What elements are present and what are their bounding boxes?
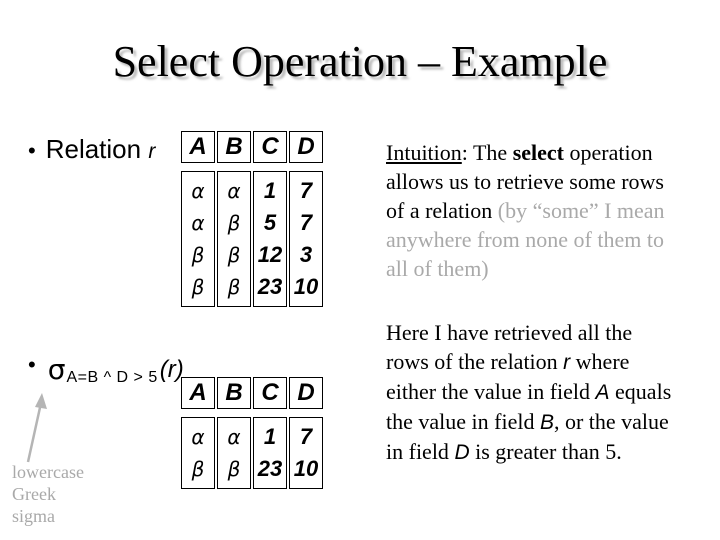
table-cell: α [227, 179, 241, 203]
table-header-cell: B [217, 377, 251, 409]
table-cell: 10 [293, 456, 319, 481]
table-cell: β [227, 243, 241, 267]
sigma-argument: (r) [159, 356, 184, 383]
table-column: 7 7 3 10 [289, 171, 323, 307]
table-cell: 7 [299, 210, 313, 235]
text-segment: B [539, 411, 554, 434]
text-segment: (by “some” I mean [497, 198, 665, 223]
text-segment: , or the value [553, 409, 669, 434]
bullet-sigma-expression: • σ A=B ^ D > 5 (r) [28, 350, 184, 386]
table-cell: α [191, 179, 205, 203]
annotation-line: lowercase [12, 462, 84, 482]
table-cell: β [191, 243, 205, 267]
table-cell: 23 [257, 456, 283, 481]
text-segment: where [570, 349, 630, 374]
text-segment: either the value in field [386, 379, 596, 404]
table-header-cell: D [289, 377, 323, 409]
text-segment: anywhere from none of them to [386, 227, 664, 252]
table-cell: β [191, 275, 205, 299]
text-segment: Relation [45, 134, 149, 164]
table-header-cell: B [217, 131, 251, 163]
table-cell: 1 [263, 424, 277, 449]
text-segment: rows of the relation [386, 349, 564, 374]
table-cell: 7 [299, 178, 313, 203]
sigma-subscript-condition: A=B ^ D > 5 [66, 369, 158, 386]
table-header-cell: D [289, 131, 323, 163]
table-cell: α [191, 425, 205, 449]
text-segment: A [595, 381, 610, 404]
table-header-cell: C [253, 377, 287, 409]
text-segment: r [148, 140, 156, 163]
table-cell: α [227, 425, 241, 449]
table-cell: β [227, 211, 241, 235]
table-cell: 12 [257, 242, 283, 267]
table-header-cell: A [181, 377, 215, 409]
bullet-relation-r: • Relation r [28, 134, 155, 165]
table-cell: α [191, 211, 205, 235]
table-cell: β [227, 275, 241, 299]
annotation-arrow [18, 391, 52, 467]
text-segment: select [512, 140, 564, 165]
table-cell: 23 [257, 274, 283, 299]
relation-r-label: Relation r [46, 134, 156, 165]
text-segment: Intuition [386, 140, 462, 165]
text-segment: Here I have retrieved all the [386, 320, 633, 345]
text-segment: of a relation [386, 198, 498, 223]
text-segment: in field [386, 439, 455, 464]
table-header-cell: C [253, 131, 287, 163]
text-segment: D [454, 441, 470, 464]
table-cell: 3 [299, 242, 313, 267]
text-segment: allows us to retrieve some rows [386, 169, 664, 194]
bullet-icon: • [28, 352, 36, 377]
text-segment: equals [609, 379, 672, 404]
annotation-line: sigma [12, 506, 55, 526]
slide-title: Select Operation – Example [112, 37, 608, 86]
text-segment: operation [564, 140, 653, 165]
bullet-icon: • [28, 138, 36, 163]
explanation-paragraph: Here I have retrieved all the rows of the… [386, 318, 671, 467]
table-cell: 7 [299, 424, 313, 449]
table-cell: 5 [263, 210, 277, 235]
table-cell: β [227, 457, 241, 481]
sigma-symbol: σ [47, 353, 66, 386]
table-column: 1 5 12 23 [253, 171, 287, 307]
table-cell: 1 [263, 178, 277, 203]
text-segment: r [563, 351, 571, 374]
text-segment: is greater than 5. [469, 439, 622, 464]
text-segment: the value in field [386, 409, 540, 434]
annotation-line: Greek [12, 484, 56, 504]
table-cell: β [191, 457, 205, 481]
up-arrow-icon [26, 393, 47, 463]
text-segment: : The [461, 140, 513, 165]
intuition-paragraph: Intuition: The select operation allows us… [386, 138, 665, 283]
text-segment: all of them) [386, 256, 489, 281]
table-cell: 10 [293, 274, 319, 299]
table-header-cell: A [181, 131, 215, 163]
sigma-annotation-label: lowercase Greek sigma [12, 461, 84, 527]
